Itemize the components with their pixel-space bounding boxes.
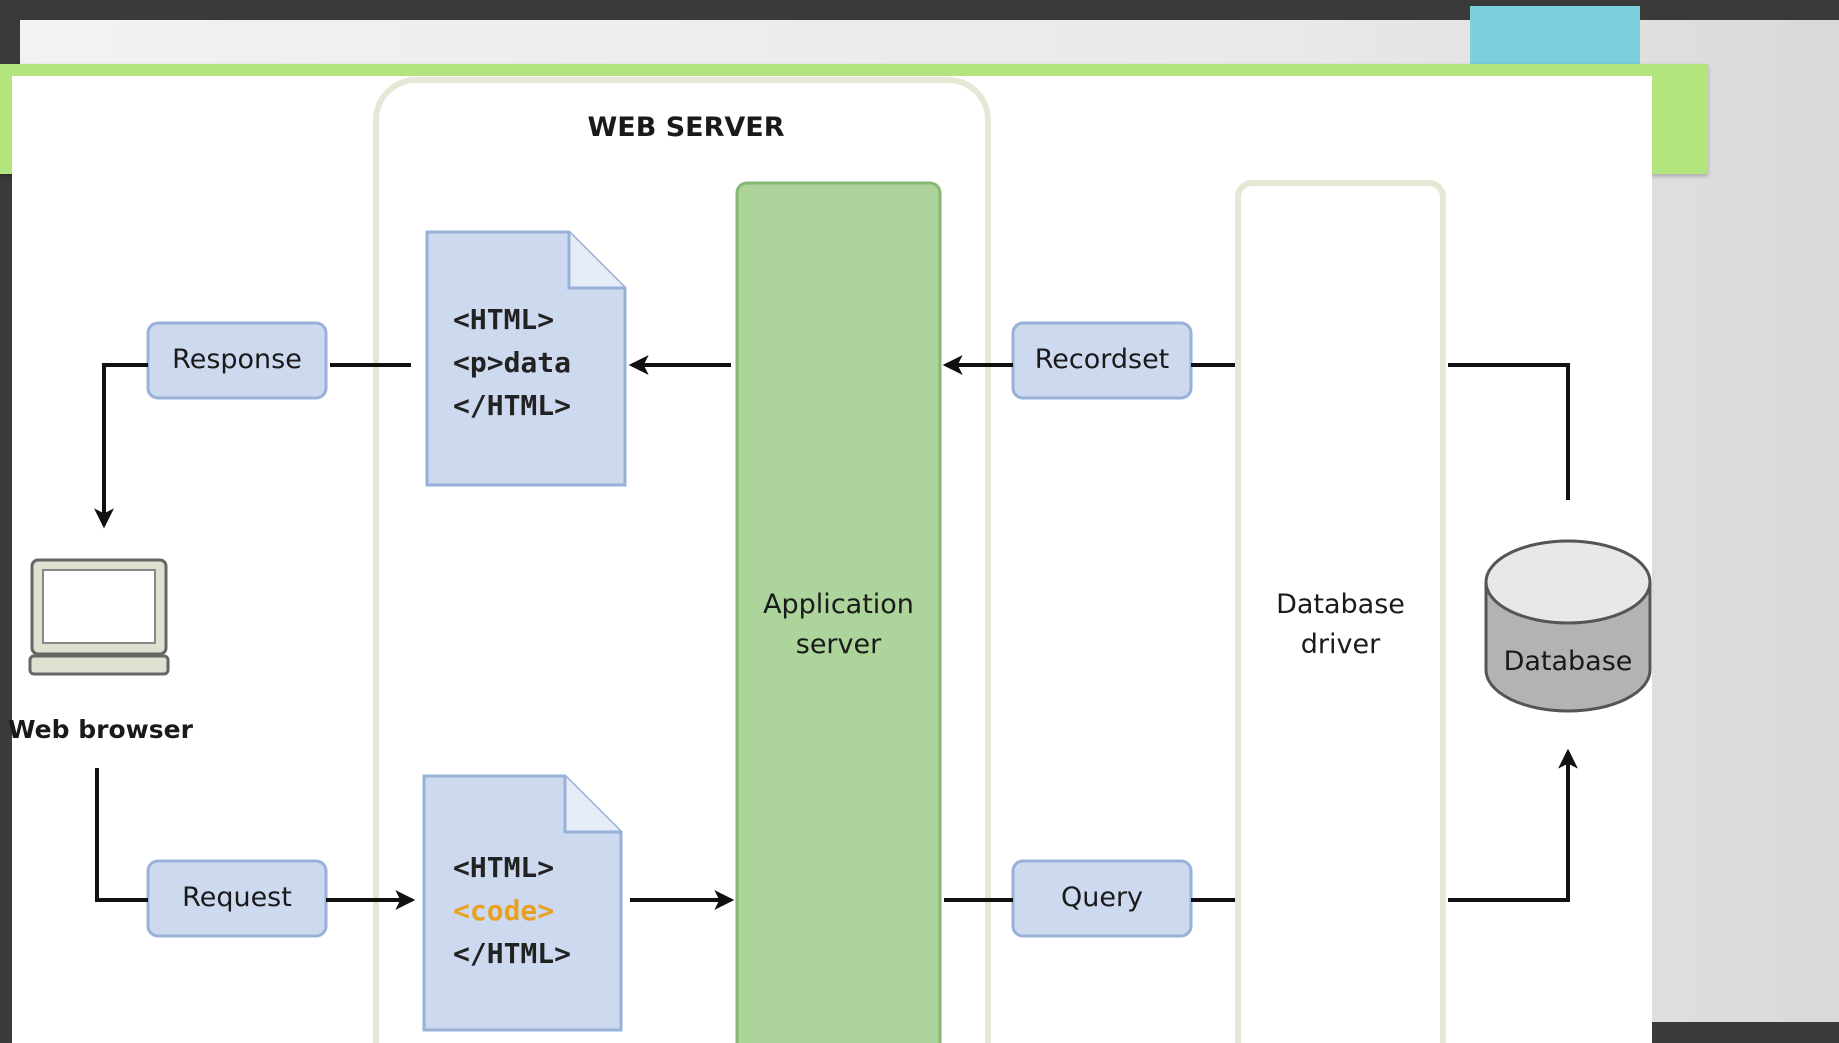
response-label: Response [172,344,302,375]
dark-corner [1652,1022,1839,1043]
teal-accent-bar [1470,6,1640,68]
recordset-label: Recordset [1034,344,1170,375]
database-icon [1484,539,1652,713]
recordset-box [1011,321,1193,400]
database-label: Database [1503,646,1633,677]
database-driver-label-line1: Database [1276,589,1405,620]
database-driver-block [1235,180,1446,1043]
response-code-line3: </HTML> [453,389,572,422]
connector-lines [94,355,1578,910]
request-document-shape [422,774,623,1032]
query-label: Query [1060,882,1144,913]
application-server-block [735,181,942,1043]
response-code-line2: <p>data [453,346,572,379]
request-label: Request [182,882,292,913]
web-server-boundary [373,77,991,1043]
web-server-title: WEB SERVER [587,112,785,143]
response-box [146,321,328,400]
application-server-label-line2: server [795,629,882,660]
laptop-icon [28,558,170,676]
database-driver-label-line2: driver [1300,629,1381,660]
request-code-line1: <HTML> [453,851,555,884]
request-code-line2: <code> [453,889,554,932]
response-code-line1: <HTML> [453,303,555,336]
code-tag-highlight: <code> [453,894,555,927]
application-server-label-line1: Application [763,589,914,620]
web-browser-label: Web browser [8,715,193,744]
response-document-shape [425,230,627,487]
request-code-line3: </HTML> [453,937,572,970]
